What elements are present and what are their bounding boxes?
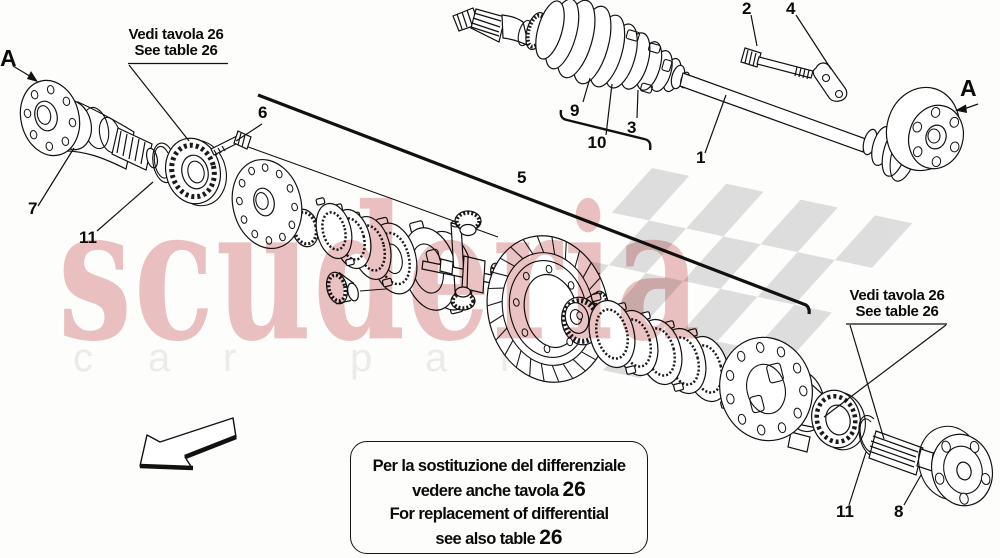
note-line-4: see also table 26 (435, 526, 563, 549)
see-table-note-right: Vedi tavola 26 See table 26 (834, 288, 960, 320)
see-table-note-left: Vedi tavola 26 See table 26 (112, 27, 240, 59)
direction-arrow (139, 417, 237, 471)
see-table-note-left-line2: See table 26 (134, 42, 218, 59)
view-label-a-left: A (0, 45, 17, 71)
callout-11-right: 11 (836, 502, 854, 521)
callout-2: 2 (742, 0, 752, 18)
callout-7: 7 (28, 199, 38, 218)
watermark-letter: a (425, 336, 448, 380)
differential-drawing (231, 158, 993, 507)
note-line-3: For replacement of differential (389, 505, 609, 523)
axle-shaft-drawing (452, 0, 965, 182)
watermark-letter: a (148, 336, 171, 380)
watermark-letter: p (350, 336, 373, 380)
callout-11-left: 11 (79, 228, 97, 247)
note-line-2: vedere anche tavola 26 (412, 478, 586, 501)
view-label-a-right: A (960, 75, 977, 101)
watermark-letter: c (73, 336, 93, 380)
callout-9: 9 (570, 101, 580, 120)
leader-lines (12, 14, 979, 506)
see-table-note-right-line1: Vedi tavola 26 (849, 287, 945, 304)
callout-1: 1 (696, 148, 706, 167)
callout-3: 3 (627, 118, 637, 137)
replacement-note-box: Per la sostituzione del differenziale ve… (350, 441, 648, 554)
watermark-letter: r (223, 336, 237, 380)
callout-8: 8 (894, 502, 904, 521)
see-table-note-right-line2: See table 26 (855, 303, 939, 320)
callout-10: 10 (587, 133, 607, 152)
callout-6: 6 (258, 103, 268, 122)
callout-5: 5 (517, 168, 527, 187)
see-table-note-left-line1: Vedi tavola 26 (128, 26, 224, 43)
callout-4: 4 (786, 0, 796, 18)
note-line-1: Per la sostituzione del differenziale (372, 457, 626, 475)
